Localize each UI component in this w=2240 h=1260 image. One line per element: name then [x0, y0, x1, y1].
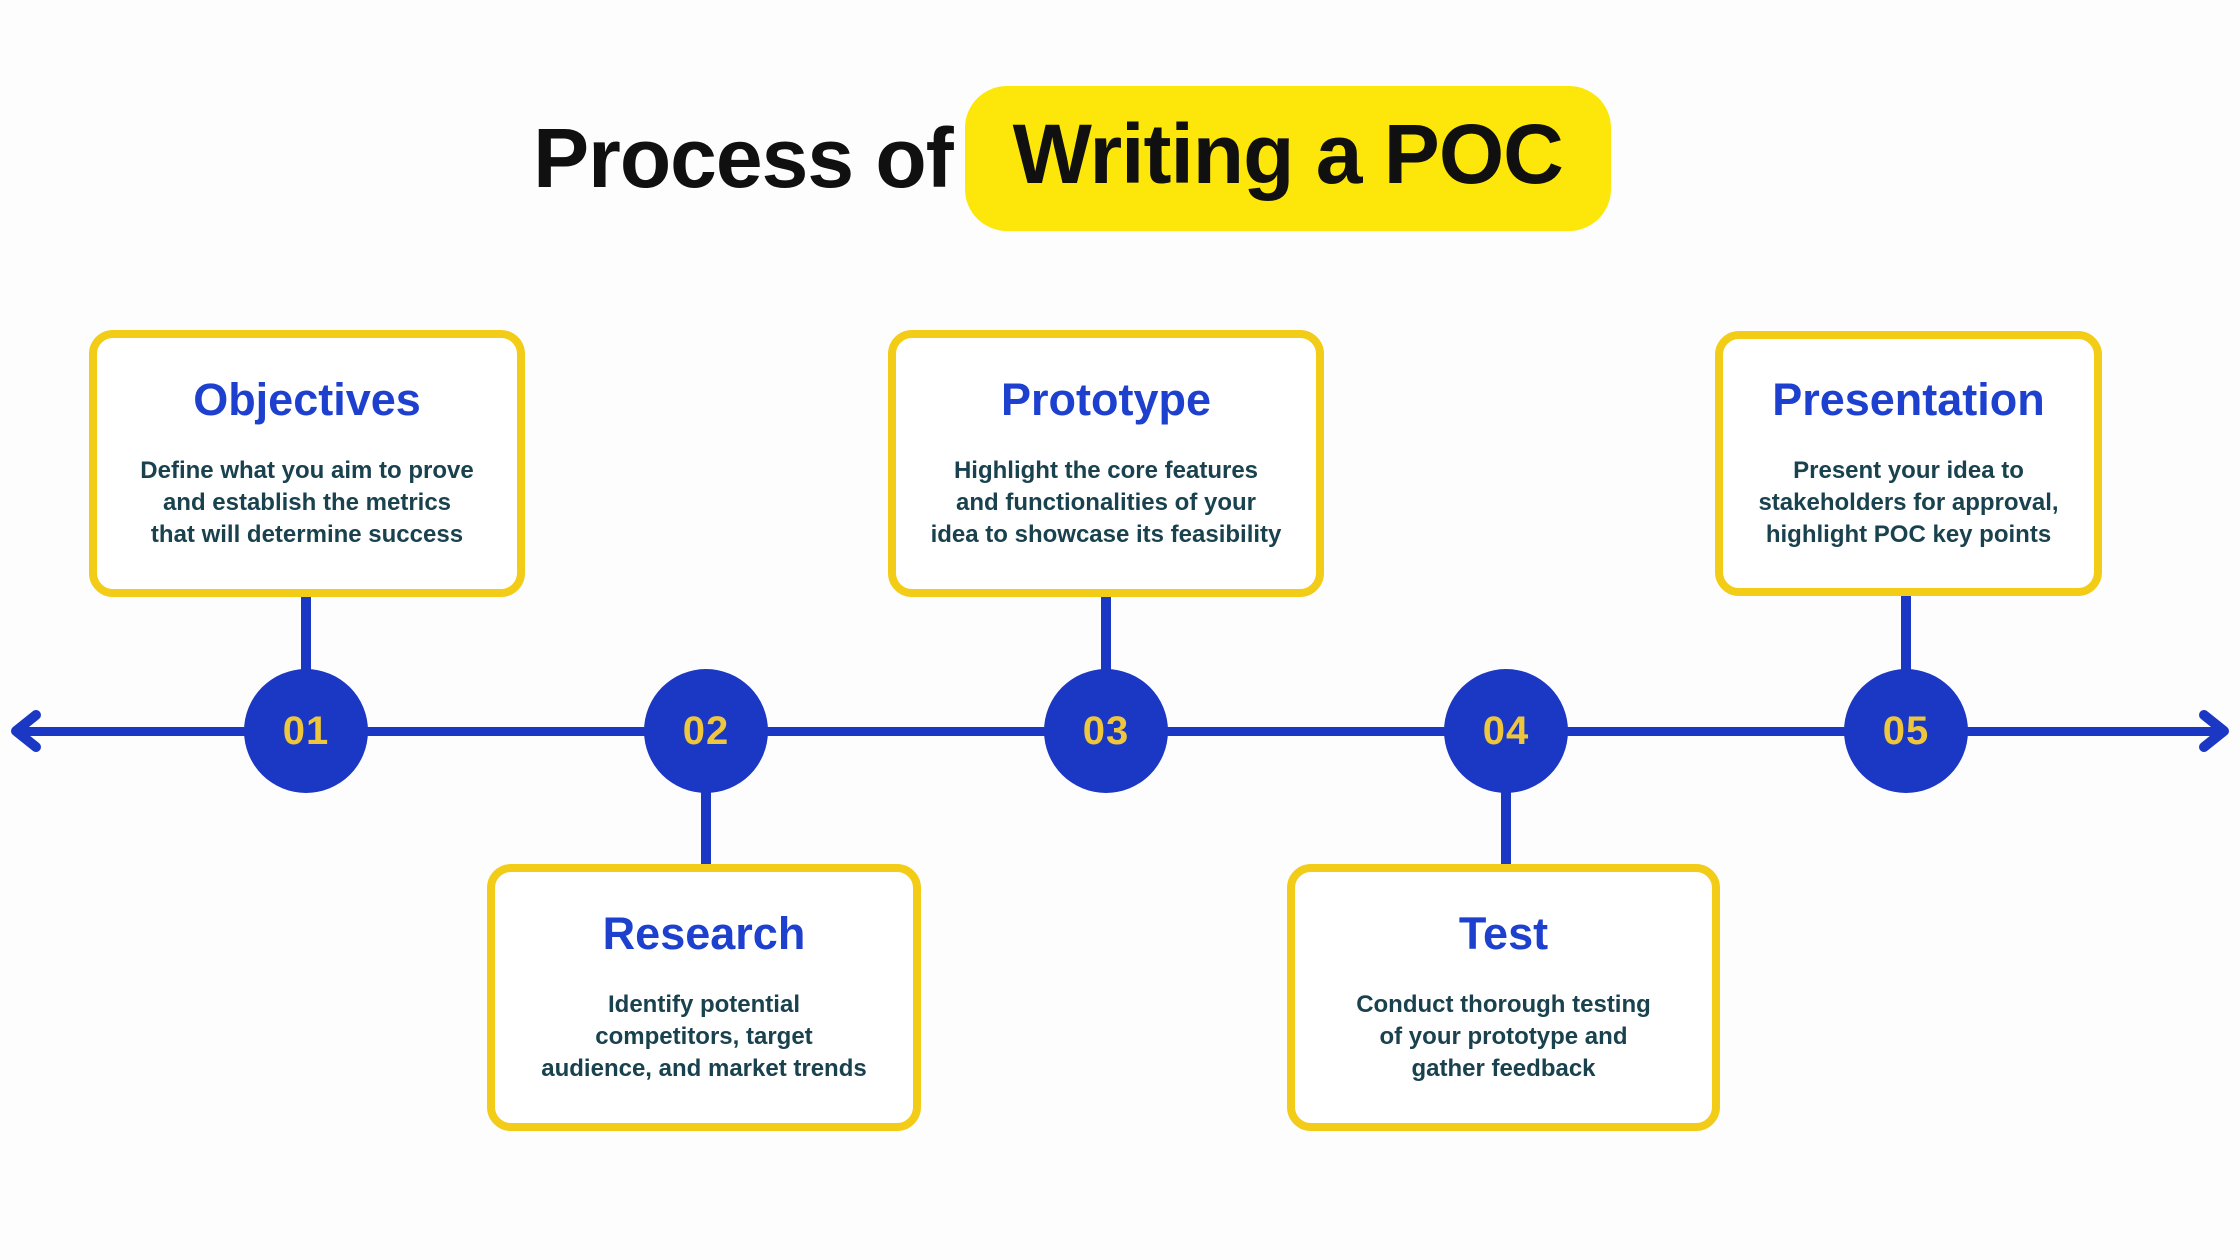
step-card-objectives: Objectives Define what you aim to prove … [89, 330, 525, 597]
page-title: Process of Writing a POC [0, 86, 2144, 232]
connector-step-4 [1501, 789, 1511, 866]
step-title: Presentation [1772, 374, 2045, 426]
connector-step-1 [301, 595, 311, 671]
step-circle-5: 05 [1844, 669, 1968, 793]
step-card-prototype: Prototype Highlight the core features an… [888, 330, 1324, 597]
title-prefix: Process of [533, 111, 954, 205]
step-title: Research [602, 908, 806, 960]
connector-step-3 [1101, 595, 1111, 671]
step-circle-2: 02 [644, 669, 768, 793]
arrow-left-icon [11, 710, 41, 752]
step-number-3: 03 [1082, 708, 1130, 753]
step-circle-1: 01 [244, 669, 368, 793]
step-circle-4: 04 [1444, 669, 1568, 793]
step-circle-3: 03 [1044, 669, 1168, 793]
step-description: Conduct thorough testing of your prototy… [1356, 990, 1651, 1083]
step-description: Identify potential competitors, target a… [541, 990, 867, 1083]
step-description: Define what you aim to prove and establi… [140, 456, 474, 549]
step-card-test: Test Conduct thorough testing of your pr… [1287, 864, 1720, 1131]
step-description: Highlight the core features and function… [930, 456, 1282, 549]
connector-step-5 [1901, 594, 1911, 671]
title-highlight: Writing a POC [964, 86, 1611, 232]
connector-step-2 [701, 789, 711, 866]
step-number-5: 05 [1882, 708, 1930, 753]
arrow-right-icon [2199, 710, 2229, 752]
step-description: Present your idea to stakeholders for ap… [1758, 456, 2059, 549]
step-card-research: Research Identify potential competitors,… [487, 864, 921, 1131]
step-title: Test [1458, 908, 1549, 960]
step-number-4: 04 [1482, 708, 1530, 753]
step-title: Objectives [193, 374, 421, 426]
step-card-presentation: Presentation Present your idea to stakeh… [1715, 331, 2102, 596]
step-title: Prototype [1000, 374, 1211, 426]
step-number-2: 02 [682, 708, 730, 753]
step-number-1: 01 [282, 708, 330, 753]
